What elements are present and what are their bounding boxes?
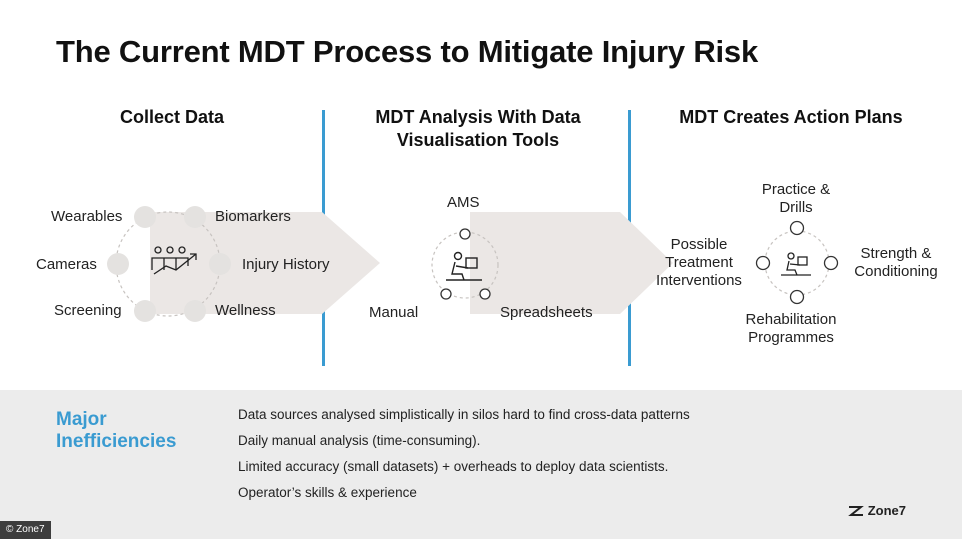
label-practice-drills: Practice & Drills: [761, 181, 831, 216]
inefficiencies-list: Data sources analysed simplistically in …: [238, 407, 690, 511]
image-credit: © Zone7: [0, 521, 51, 539]
mdt-analysis-heading: MDT Analysis With Data Visualisation Too…: [375, 107, 581, 150]
label-strength-conditioning: Strength & Conditioning: [854, 245, 938, 280]
label-rehabilitation: Rehabilitation Programmes: [745, 311, 837, 346]
node-manual: [440, 288, 452, 300]
label-biomarkers: Biomarkers: [215, 208, 291, 225]
node-screening: [134, 300, 156, 322]
node-ams: [459, 228, 471, 240]
analyst-at-computer-icon: [781, 252, 811, 276]
stage-arrow-collect: [150, 212, 380, 314]
node-injury-history: [209, 253, 231, 275]
page-title: The Current MDT Process to Mitigate Inju…: [56, 34, 758, 69]
node-practice-drills: [789, 220, 805, 236]
label-treatment-interventions: Possible Treatment Interventions: [656, 236, 742, 289]
action-plans-cluster: [755, 220, 839, 305]
label-ams: AMS: [447, 194, 480, 211]
list-item: Data sources analysed simplistically in …: [238, 407, 690, 422]
list-item: Operator’s skills & experience: [238, 485, 417, 500]
collect-data-heading: Collect Data: [119, 107, 225, 127]
logo-text: Zone7: [867, 503, 906, 518]
node-cameras: [107, 253, 129, 275]
zone7-logo: Zone7: [847, 503, 906, 518]
node-rehabilitation: [789, 289, 805, 305]
people-chart-icon: [151, 246, 197, 275]
node-treatment: [755, 255, 771, 271]
process-diagram: [107, 206, 839, 322]
label-wearables: Wearables: [51, 208, 123, 225]
node-wellness: [184, 300, 206, 322]
label-spreadsheets: Spreadsheets: [500, 304, 593, 321]
node-biomarkers: [184, 206, 206, 228]
label-cameras: Cameras: [36, 256, 97, 273]
action-plans-heading: MDT Creates Action Plans: [679, 107, 903, 127]
label-injury-history: Injury History: [242, 256, 330, 273]
node-wearables: [134, 206, 156, 228]
label-manual: Manual: [369, 304, 419, 321]
list-item: Daily manual analysis (time-consuming).: [238, 433, 481, 448]
collect-data-cluster: [107, 206, 231, 322]
major-inefficiencies-heading: Major Inefficiencies: [56, 409, 177, 452]
node-strength-conditioning: [823, 255, 839, 271]
zone7-logo-icon: [847, 505, 864, 516]
analysis-cluster: [431, 228, 499, 300]
node-spreadsheets: [479, 288, 491, 300]
list-item: Limited accuracy (small datasets) + over…: [238, 459, 669, 474]
analyst-at-computer-icon: [446, 251, 482, 281]
label-screening: Screening: [54, 302, 122, 319]
label-wellness: Wellness: [215, 302, 276, 319]
inefficiencies-panel: Major Inefficiencies Data sources analys…: [0, 390, 962, 539]
stage-arrow-analysis: [470, 212, 673, 314]
